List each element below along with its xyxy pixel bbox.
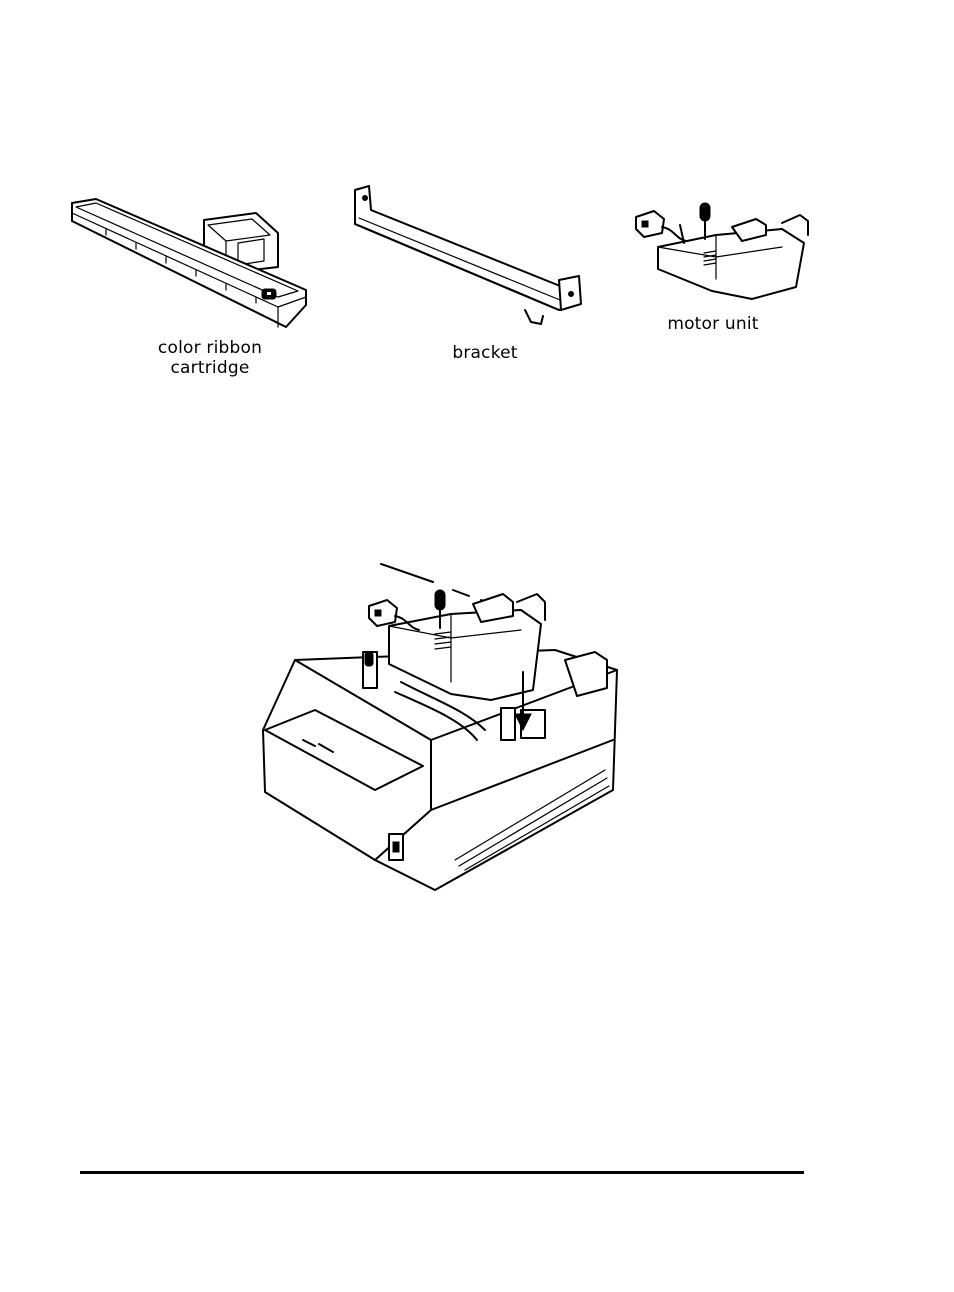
- label-color-ribbon-line1: color ribbon: [135, 338, 285, 358]
- motor-unit-illustration: [632, 195, 817, 305]
- bottom-rule-divider: [80, 1171, 804, 1174]
- bracket-illustration: [345, 180, 595, 335]
- label-bracket: bracket: [420, 343, 550, 363]
- label-color-ribbon-line2: cartridge: [135, 358, 285, 378]
- printer-installation-illustration: [255, 560, 635, 900]
- label-motor-unit: motor unit: [648, 314, 778, 334]
- color-ribbon-cartridge-illustration: [66, 195, 316, 340]
